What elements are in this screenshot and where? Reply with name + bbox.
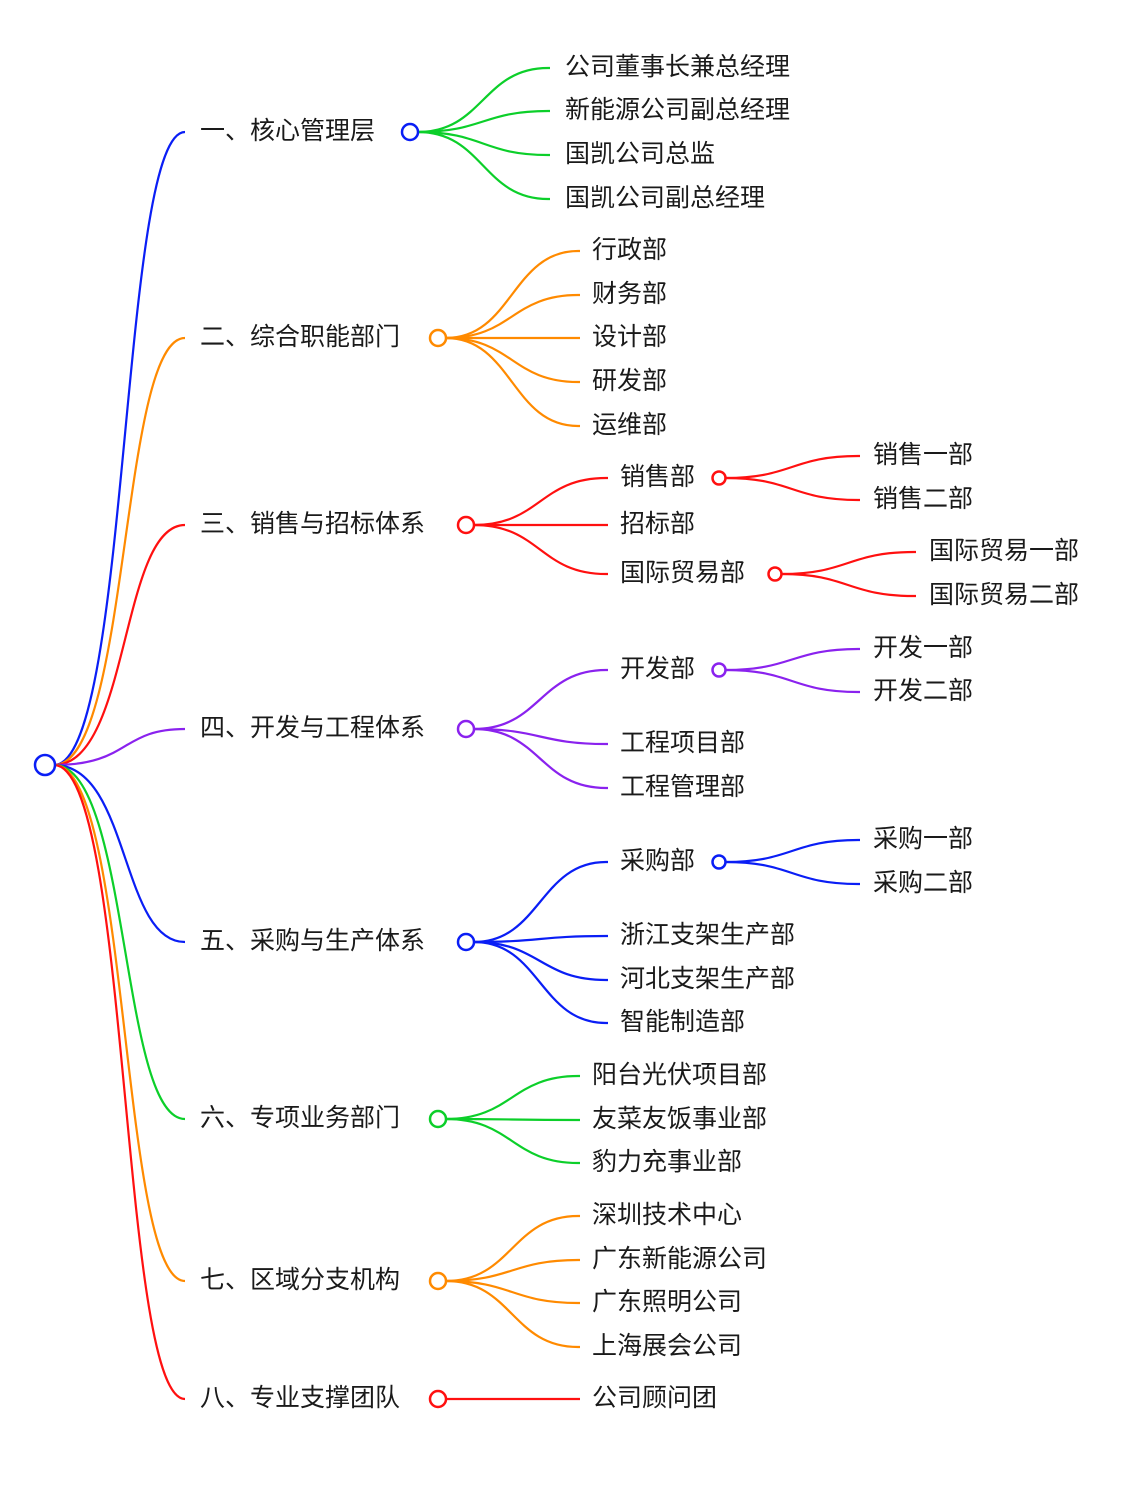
child-branch-line [473, 727, 608, 790]
child-branch-line [473, 860, 608, 944]
child-node-label[interactable]: 销售部 [620, 462, 695, 491]
child-node-label[interactable]: 研发部 [592, 366, 667, 395]
grandchild-branch-line [725, 838, 860, 864]
collapse-toggle-node[interactable] [711, 470, 727, 486]
grandchild-branch-line [725, 454, 860, 480]
grandchild-node-label[interactable]: 开发一部 [873, 633, 973, 662]
root-branch-line [53, 130, 186, 767]
branch-collapse-toggle[interactable] [428, 1109, 448, 1129]
grandchild-node-label[interactable]: 采购二部 [873, 868, 973, 897]
root-branch-line [53, 523, 186, 767]
child-branch-line [473, 668, 608, 731]
branch-node-label[interactable]: 三、销售与招标体系 [200, 509, 425, 538]
child-branch-line [445, 249, 580, 340]
child-branch-line [445, 1279, 580, 1349]
root-branch-line [53, 763, 186, 1121]
child-node-label[interactable]: 公司顾问团 [592, 1383, 717, 1412]
branch-node-label[interactable]: 五、采购与生产体系 [200, 926, 425, 955]
child-branch-line [417, 66, 550, 134]
root-branch-line [53, 727, 186, 767]
root-branch-line [53, 763, 186, 1283]
branch-collapse-toggle[interactable] [456, 932, 476, 952]
child-branch-line [417, 109, 550, 134]
child-node-label[interactable]: 智能制造部 [620, 1007, 745, 1036]
child-branch-line [473, 476, 608, 527]
child-node-label[interactable]: 国际贸易部 [620, 558, 745, 587]
branch-collapse-toggle[interactable] [428, 1389, 448, 1409]
branch-collapse-toggle[interactable] [456, 515, 476, 535]
branch-collapse-toggle[interactable] [400, 122, 420, 142]
grandchild-branch-line [725, 860, 860, 886]
child-node-label[interactable]: 国凯公司副总经理 [565, 183, 765, 212]
child-branch-line [445, 1279, 580, 1305]
child-node-label[interactable]: 行政部 [592, 235, 667, 264]
branch-collapse-toggle[interactable] [428, 1271, 448, 1291]
collapse-toggle-node[interactable] [711, 662, 727, 678]
child-branch-line [473, 934, 608, 944]
grandchild-branch-line [781, 572, 916, 598]
child-branch-line [445, 336, 580, 428]
child-branch-line [445, 1258, 580, 1283]
branch-node-label[interactable]: 四、开发与工程体系 [200, 713, 425, 742]
child-node-label[interactable]: 国凯公司总监 [565, 139, 715, 168]
child-node-label[interactable]: 设计部 [592, 322, 667, 351]
child-node-label[interactable]: 广东新能源公司 [592, 1244, 767, 1273]
child-node-label[interactable]: 广东照明公司 [592, 1287, 742, 1316]
root-branch-line [53, 336, 186, 767]
grandchild-node-label[interactable]: 开发二部 [873, 676, 973, 705]
child-branch-line [445, 336, 580, 384]
branch-node-label[interactable]: 六、专项业务部门 [200, 1103, 400, 1132]
grandchild-node-label[interactable]: 国际贸易二部 [929, 580, 1079, 609]
branch-node-label[interactable]: 八、专业支撑团队 [200, 1383, 400, 1412]
collapse-toggle-node[interactable] [711, 854, 727, 870]
child-node-label[interactable]: 河北支架生产部 [620, 964, 795, 993]
branch-collapse-toggle[interactable] [428, 328, 448, 348]
root-branch-line [53, 763, 186, 1401]
child-node-label[interactable]: 友菜友饭事业部 [592, 1104, 767, 1133]
child-branch-line [417, 130, 550, 201]
child-branch-line [417, 130, 550, 157]
grandchild-node-label[interactable]: 销售一部 [873, 440, 973, 469]
child-node-label[interactable]: 开发部 [620, 654, 695, 683]
child-node-label[interactable]: 工程管理部 [620, 772, 745, 801]
child-node-label[interactable]: 浙江支架生产部 [620, 920, 795, 949]
child-node-label[interactable]: 阳台光伏项目部 [592, 1060, 767, 1089]
child-branch-line [445, 293, 580, 340]
grandchild-node-label[interactable]: 国际贸易一部 [929, 536, 1079, 565]
child-node-label[interactable]: 财务部 [592, 279, 667, 308]
child-node-label[interactable]: 新能源公司副总经理 [565, 95, 790, 124]
child-node-label[interactable]: 采购部 [620, 846, 695, 875]
branch-node-label[interactable]: 七、区域分支机构 [200, 1265, 400, 1294]
grandchild-branch-line [725, 476, 860, 502]
branch-node-label[interactable]: 一、核心管理层 [200, 116, 375, 145]
child-node-label[interactable]: 招标部 [620, 509, 695, 538]
grandchild-branch-line [725, 647, 860, 672]
child-node-label[interactable]: 公司董事长兼总经理 [565, 52, 790, 81]
child-node-label[interactable]: 工程项目部 [620, 728, 745, 757]
child-branch-line [473, 523, 608, 576]
grandchild-branch-line [781, 550, 916, 576]
child-node-label[interactable]: 运维部 [592, 410, 667, 439]
child-branch-line [473, 727, 608, 746]
child-branch-line [473, 940, 608, 982]
root-branch-line [53, 763, 186, 944]
child-branch-line [445, 1074, 580, 1121]
grandchild-branch-line [725, 668, 860, 694]
child-branch-line [445, 1214, 580, 1283]
child-node-label[interactable]: 上海展会公司 [592, 1331, 742, 1360]
branch-node-label[interactable]: 二、综合职能部门 [200, 322, 400, 351]
child-node-label[interactable]: 深圳技术中心 [592, 1200, 742, 1229]
child-node-label[interactable]: 豹力充事业部 [592, 1147, 742, 1176]
child-branch-line [445, 1117, 580, 1165]
branch-collapse-toggle[interactable] [456, 719, 476, 739]
root-node[interactable] [33, 753, 57, 777]
collapse-toggle-node[interactable] [767, 566, 783, 582]
child-branch-line [445, 1117, 580, 1122]
grandchild-node-label[interactable]: 销售二部 [873, 484, 973, 513]
grandchild-node-label[interactable]: 采购一部 [873, 824, 973, 853]
child-branch-line [473, 940, 608, 1025]
